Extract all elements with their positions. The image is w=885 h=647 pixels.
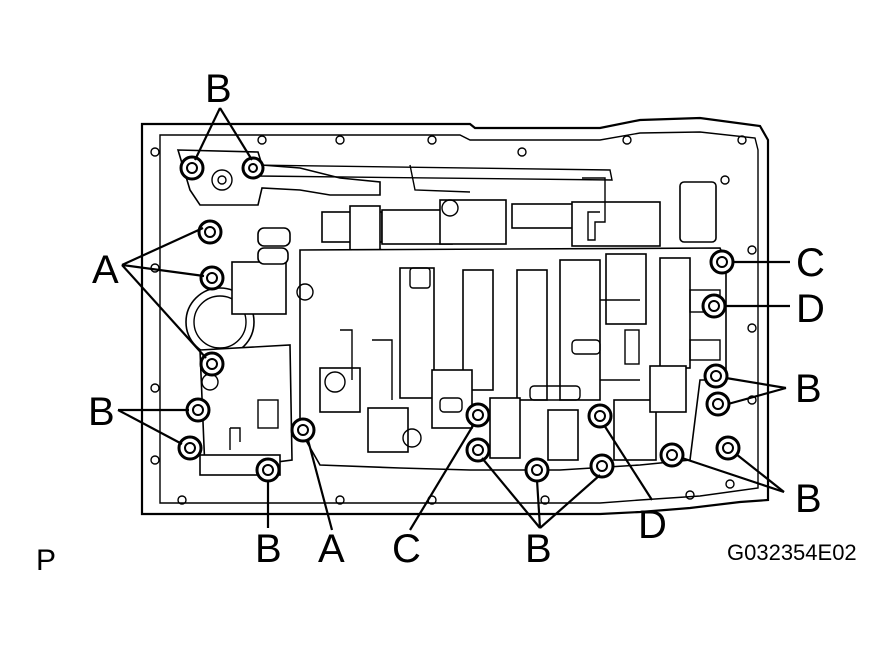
bolt-d [701,293,727,319]
bolt-a [290,417,316,443]
bolt-b [177,435,203,461]
bolt-b [179,155,205,181]
bolt-b [589,453,615,479]
bolt-c [709,249,735,275]
callout-a-bottom: A [318,527,345,571]
callout-c-right: C [796,241,825,285]
leader-lines [117,107,790,531]
callout-b-bottom-1: B [255,527,282,571]
bolt-b [705,391,731,417]
bolt-b [659,442,685,468]
bolt-b [703,363,729,389]
callout-c-bottom: C [392,527,421,571]
callout-b-bottom-2: B [525,527,552,571]
corner-label: P [36,544,56,577]
case-outline [140,116,770,516]
callout-b-right-mid: B [795,367,822,411]
valve-body-internals [176,149,727,476]
bolt-c [465,402,491,428]
bolt-b [185,397,211,423]
callout-d-right: D [796,287,825,331]
callout-b-top: B [205,67,232,111]
callout-d-bottom: D [638,503,667,547]
bolt-d [587,403,613,429]
bolt-b [715,435,741,461]
bolts [177,155,741,483]
bolt-b [465,437,491,463]
figure-code: G032354E02 [727,540,857,565]
callout-labels: B A C D B B B B A C B D [88,67,825,571]
bolt-b [524,457,550,483]
bolt-b [255,457,281,483]
callout-b-left: B [88,390,115,434]
callout-b-right-low: B [795,477,822,521]
case-holes [150,135,757,505]
bolt-b [241,156,265,180]
bolt-a [199,265,225,291]
bolt-a [197,219,223,245]
bolt-a [199,351,225,377]
callout-a-left: A [92,248,119,292]
